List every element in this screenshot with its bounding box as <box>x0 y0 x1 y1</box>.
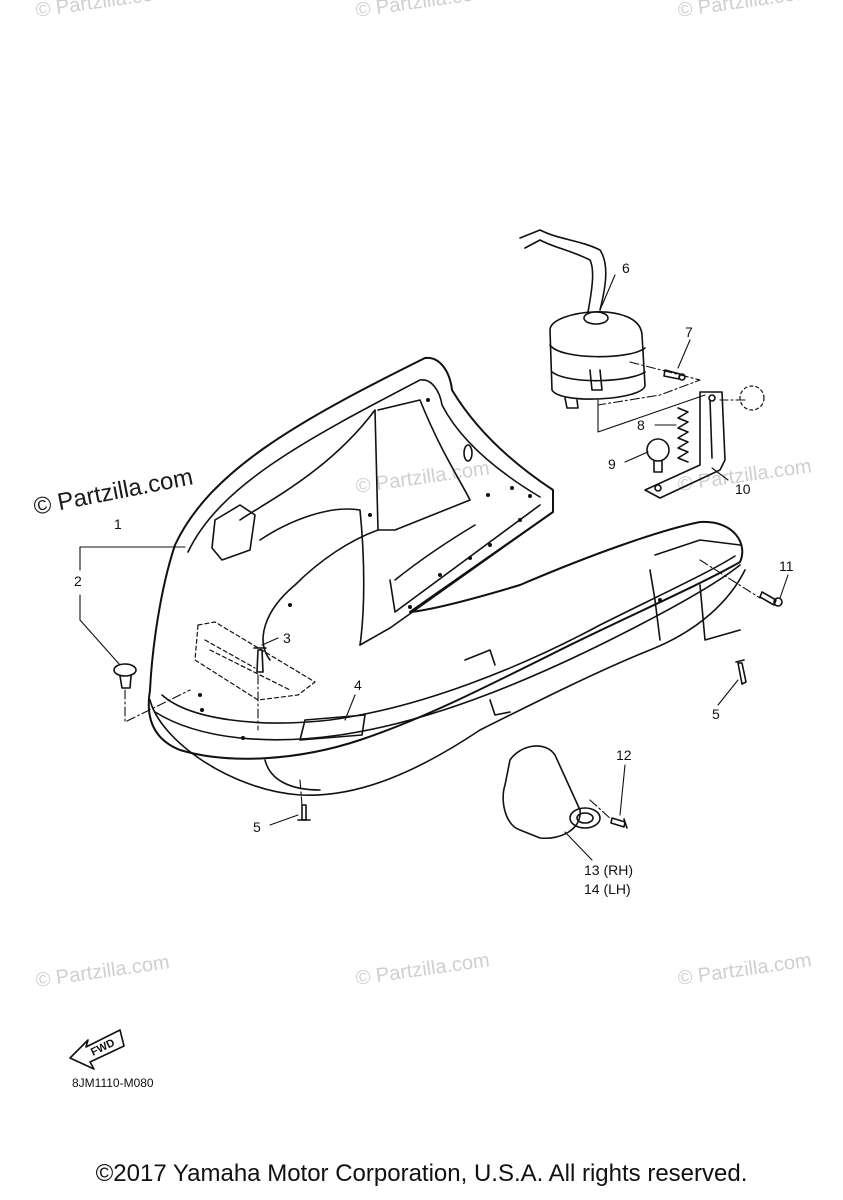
callout-6: 6 <box>622 260 630 276</box>
bracket-part-10 <box>644 391 726 499</box>
decal-part-4 <box>299 714 366 741</box>
callout-14: 14 (LH) <box>584 881 631 897</box>
bolt-part-7 <box>663 369 686 381</box>
fwd-arrow-icon: FWD <box>69 1029 125 1070</box>
cover-part-13-14 <box>502 745 601 840</box>
knob-part-9 <box>646 438 670 473</box>
screw-part-11 <box>759 591 783 607</box>
callout-9: 9 <box>608 456 616 472</box>
callout-13: 13 (RH) <box>584 862 634 878</box>
rivet-part-5-left <box>297 804 311 821</box>
hull-body <box>147 356 746 796</box>
callout-1: 1 <box>114 516 122 532</box>
spring-part-8 <box>677 407 689 463</box>
callout-12: 12 <box>616 747 632 763</box>
callout-5-left: 5 <box>253 819 261 835</box>
leader-lines <box>79 274 789 861</box>
assembly-lines <box>124 361 761 821</box>
diagram-code: 8JM1110-M080 <box>72 1076 154 1090</box>
cap-dashed <box>739 385 765 411</box>
callout-2: 2 <box>74 573 82 589</box>
callout-10: 10 <box>735 481 751 497</box>
callout-5-right: 5 <box>712 706 720 722</box>
callout-8: 8 <box>637 417 645 433</box>
callout-11: 11 <box>779 558 794 574</box>
copyright: ©2017 Yamaha Motor Corporation, U.S.A. A… <box>95 1160 748 1187</box>
rivet-part-5-right <box>735 659 747 685</box>
clip-part-2 <box>113 663 137 689</box>
callout-4: 4 <box>354 677 362 693</box>
tank-part-6 <box>519 229 646 409</box>
rivet-part-12 <box>610 817 628 829</box>
mounting-plate <box>194 621 316 701</box>
callout-3: 3 <box>283 630 291 646</box>
callout-7: 7 <box>685 324 693 340</box>
screw-part-3 <box>253 647 267 673</box>
